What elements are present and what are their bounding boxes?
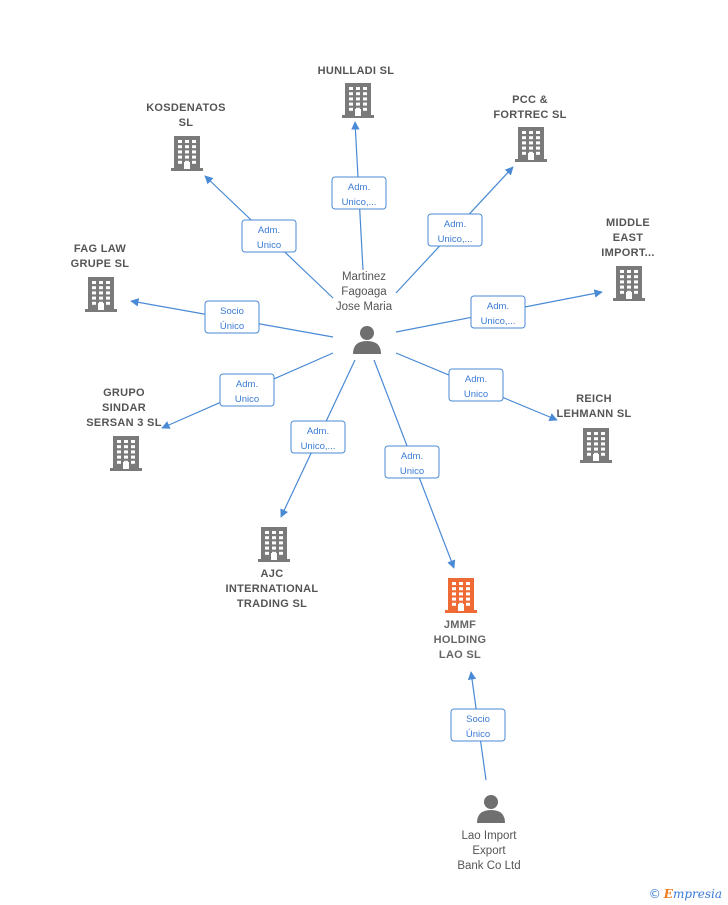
center-person-label-line-2: Fagoaga (341, 286, 387, 298)
company-middle-label-line-1: MIDDLE (606, 217, 650, 229)
company-ajc-building-icon[interactable] (258, 527, 290, 562)
company-ajc-label-line-1: AJC (261, 568, 284, 580)
edge-label-line-1: Adm. (444, 219, 466, 230)
edge-label-box (448, 368, 504, 402)
edge-label-line-1: Adm. (348, 182, 370, 193)
edge-label-line-2: Unico (235, 394, 259, 405)
company-fag-building-icon[interactable] (85, 277, 117, 312)
company-reich-label-line-1: REICH (576, 393, 612, 405)
edge-person-pcc[interactable]: Adm. Unico,... (395, 166, 514, 294)
company-jmmf-building-icon[interactable] (445, 578, 477, 613)
edge-label-line-1: Adm. (307, 426, 329, 437)
bottom-person-label-line-2: Export (472, 845, 506, 857)
company-ajc-label-line-2: INTERNATIONAL (226, 583, 319, 595)
bottom-person-icon[interactable] (477, 795, 505, 823)
edge-label-box (241, 219, 297, 253)
edge-label-line-2: Unico (400, 466, 424, 477)
company-kosdenatos-label-line-2: SL (179, 117, 194, 129)
edge-person-reich[interactable]: Adm. Unico (395, 352, 558, 421)
company-reich-label-line-2: LEHMANN SL (556, 408, 631, 420)
company-pcc-label-line-2: FORTREC SL (493, 109, 566, 121)
edge-label-box (219, 373, 275, 407)
company-pcc-label-line-1: PCC & (512, 94, 548, 106)
edge-label-line-1: Adm. (258, 225, 280, 236)
company-middle-label-line-2: EAST (613, 232, 644, 244)
brand-initial: E (663, 887, 673, 901)
company-jmmf-label-line-3: LAO SL (439, 649, 481, 661)
company-fag-label-line-2: GRUPE SL (71, 258, 130, 270)
company-jmmf-label-line-2: HOLDING (434, 634, 487, 646)
nodes-layer: HUNLLADI SL KOSDENATOS SL PCC & FORTREC SL FA… (71, 65, 655, 872)
company-pcc-building-icon[interactable] (515, 127, 547, 162)
company-middle-building-icon[interactable] (613, 266, 645, 301)
edge-label-box (427, 213, 483, 247)
company-grupo-building-icon[interactable] (110, 436, 142, 471)
edge-label-line-1: Adm. (401, 451, 423, 462)
edge-label-line-2: Unico,... (438, 234, 473, 245)
edge-label-line-2: Único (466, 729, 490, 740)
company-reich-building-icon[interactable] (580, 428, 612, 463)
center-person-label-line-3: Jose Maria (336, 301, 393, 313)
center-person-icon[interactable] (353, 326, 381, 354)
edge-label-box (470, 295, 526, 329)
edge-person-ajc[interactable]: Adm. Unico,... (280, 359, 356, 518)
edge-person-middle[interactable]: Adm. Unico,... (395, 289, 603, 333)
edge-label-line-2: Único (220, 321, 244, 332)
edge-label-line-1: Socio (466, 714, 490, 725)
company-kosdenatos-building-icon[interactable] (171, 136, 203, 171)
edge-label-line-1: Adm. (236, 379, 258, 390)
edge-label-box (290, 420, 346, 454)
edge-label-line-2: Unico,... (342, 197, 377, 208)
copyright-icon: © (648, 887, 661, 901)
edge-person-jmmf[interactable]: Adm. Unico (373, 359, 456, 569)
edge-label-box (384, 445, 440, 479)
edge-label-line-1: Adm. (487, 301, 509, 312)
company-middle-label-line-3: IMPORT... (601, 247, 654, 259)
edge-label-box (450, 708, 506, 742)
company-grupo-label-line-3: SERSAN 3 SL (86, 417, 161, 429)
edge-label-line-1: Socio (220, 306, 244, 317)
edges-layer: Adm.Unico,...Adm.UnicoAdm.Unico,...Socio… (130, 121, 603, 781)
company-hunlladi-building-icon[interactable] (342, 83, 374, 118)
edge-label-box (331, 176, 387, 210)
edge-label-box (204, 300, 260, 334)
edge-label-line-2: Unico,... (301, 441, 336, 452)
edge-person-kosdenatos[interactable]: Adm. Unico (204, 175, 334, 299)
company-hunlladi-label-line-1: HUNLLADI SL (318, 65, 395, 77)
edge-label-line-2: Unico,... (481, 316, 516, 327)
edge-person-grupo[interactable]: Adm. Unico (161, 352, 334, 429)
brand-footer[interactable]: ©Empresia (649, 887, 722, 901)
company-grupo-label-line-2: SINDAR (102, 402, 146, 414)
edge-person-hunlladi[interactable]: Adm. Unico,... (331, 121, 387, 271)
brand-name: mpresia (672, 887, 722, 901)
company-ajc-label-line-3: TRADING SL (237, 598, 307, 610)
bottom-person-label-line-1: Lao Import (462, 830, 518, 842)
company-kosdenatos-label-line-1: KOSDENATOS (146, 102, 226, 114)
edge-label-line-2: Unico (257, 240, 281, 251)
company-fag-label-line-1: FAG LAW (74, 243, 127, 255)
center-person-label-line-1: Martinez (342, 271, 386, 283)
edge-label-line-2: Unico (464, 389, 488, 400)
company-grupo-label-line-1: GRUPO (103, 387, 145, 399)
company-jmmf-label-line-1: JMMF (444, 619, 476, 631)
bottom-person-label-line-3: Bank Co Ltd (457, 860, 520, 872)
edge-label-line-1: Adm. (465, 374, 487, 385)
